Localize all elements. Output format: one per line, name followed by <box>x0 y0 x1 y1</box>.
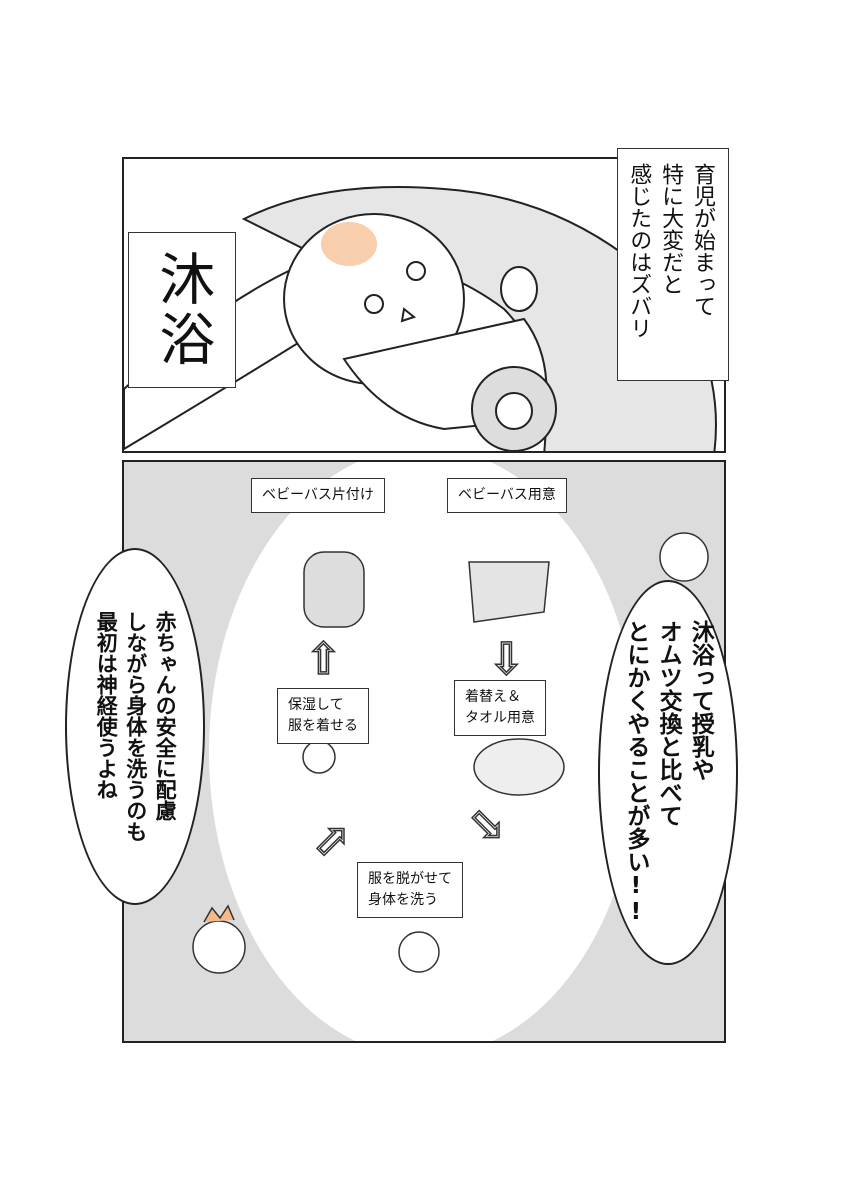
baby-washing-icon <box>398 931 440 973</box>
baby-lotion-icon <box>302 740 336 774</box>
arrow-down-icon: ⇩ <box>487 634 525 685</box>
bath-tub-icon <box>468 561 550 623</box>
flow-step-prepare-bath: ベビーバス用意 <box>447 478 567 513</box>
speech-text-mother: 沐浴って授乳や オムツ交換と比べて とにかくやることが多い!! <box>622 620 714 925</box>
baby-bath-illustration <box>124 186 717 451</box>
title-box: 沐浴 <box>128 232 236 388</box>
speech-bubble-father: 赤ちゃんの安全に配慮 しながら身体を洗うのも 最初は神経使うよね <box>65 548 205 905</box>
clothes-icon <box>473 738 565 796</box>
hung-bath-icon <box>303 551 365 628</box>
title-text: 沐浴 <box>149 250 215 370</box>
speech-text-father: 赤ちゃんの安全に配慮 しながら身体を洗うのも 最初は神経使うよね <box>94 611 178 842</box>
chicken-father-icon <box>192 920 246 974</box>
narration-box: 育児が始まって 特に大変だと 感じたのはズバリ <box>617 148 729 381</box>
flow-step-wash: 服を脱がせて 身体を洗う <box>357 862 463 918</box>
flow-background <box>192 462 709 1041</box>
flow-step-put-away: ベビーバス片付け <box>251 478 385 513</box>
speech-bubble-mother: 沐浴って授乳や オムツ交換と比べて とにかくやることが多い!! <box>598 580 738 965</box>
flow-step-clothes-towel: 着替え＆ タオル用意 <box>454 680 546 736</box>
flow-step-moisturize: 保湿して 服を着せる <box>277 688 369 744</box>
arrow-up-icon: ⇧ <box>304 634 342 685</box>
mother-icon <box>659 532 709 582</box>
